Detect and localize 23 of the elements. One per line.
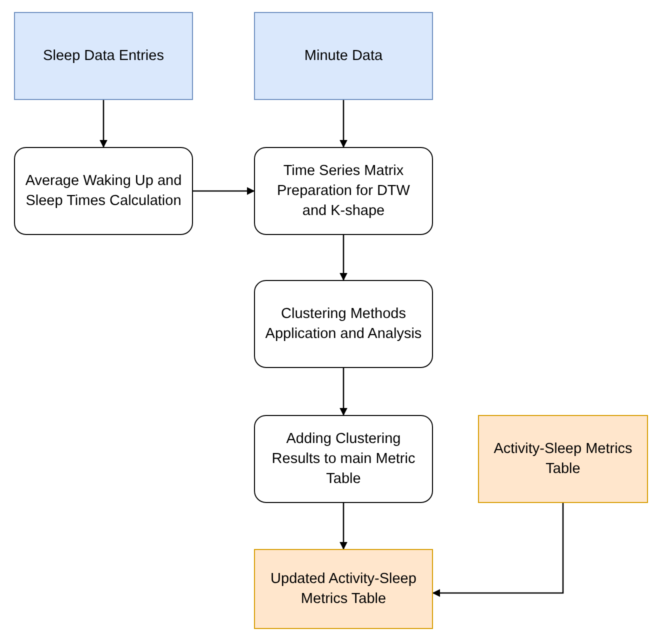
node-label: Average Waking Up and Sleep Times Calculation — [24, 172, 183, 211]
node-label: Minute Data — [304, 46, 383, 66]
input-box — [254, 12, 433, 100]
arrow — [340, 503, 348, 550]
arrow — [193, 187, 255, 195]
arrow — [340, 235, 348, 281]
node-label: Activity-Sleep Metrics Table — [492, 440, 634, 479]
arrow — [340, 100, 348, 148]
table-box — [254, 549, 433, 629]
arrow — [340, 368, 348, 416]
node-label: Clustering Methods Application and Analysis — [264, 304, 423, 344]
process-box — [254, 280, 433, 368]
node-label: Time Series Matrix Preparation for DTW and K-shape — [276, 162, 411, 222]
arrow — [100, 100, 108, 148]
node-label: Sleep Data Entries — [43, 46, 164, 66]
process-box — [254, 147, 433, 235]
node-label: Updated Activity-Sleep Metrics Table — [270, 570, 418, 609]
process-box — [254, 415, 433, 503]
process-box — [14, 147, 193, 235]
arrow — [432, 503, 564, 597]
node-label: Adding Clustering Results to main Metric Table — [270, 430, 416, 490]
table-box — [478, 415, 648, 503]
input-box — [14, 12, 193, 100]
